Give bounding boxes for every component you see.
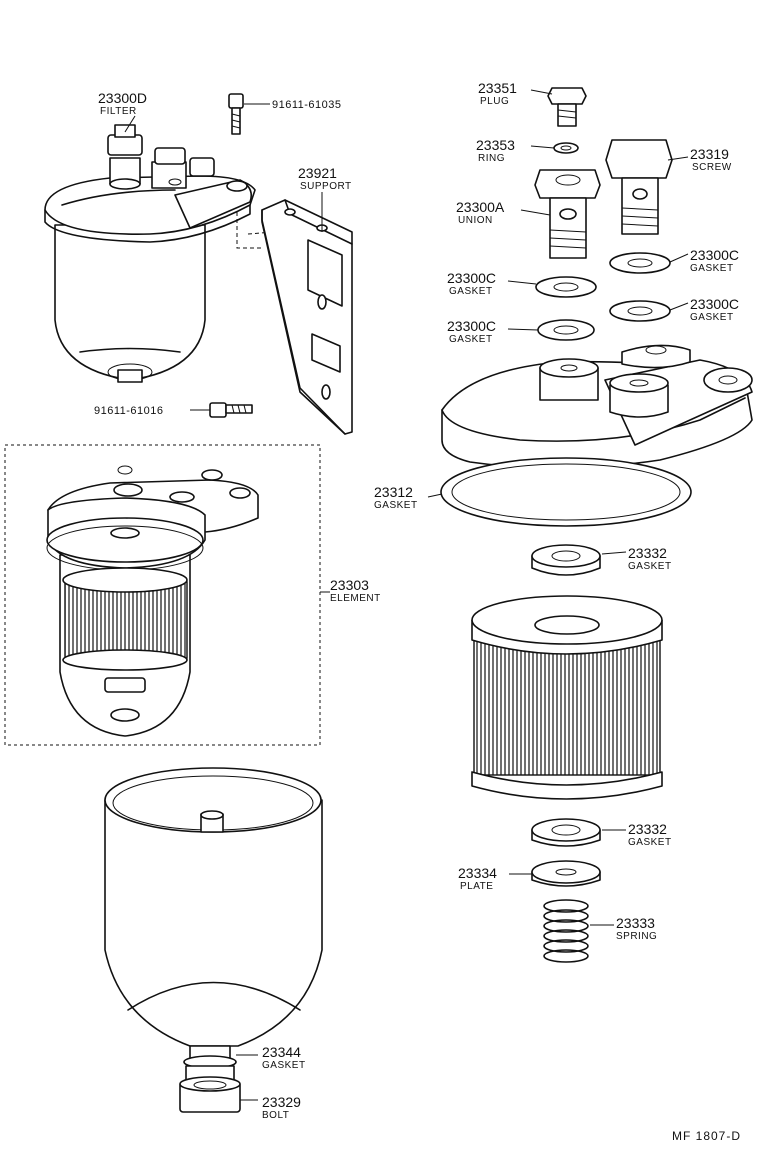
label-23332-gasket-lower: 23332 GASKET: [628, 821, 672, 848]
label-23300c-gasket-3: 23300C GASKET: [690, 296, 739, 323]
part-number: 23300C: [447, 318, 496, 334]
support-bracket-drawing: [261, 199, 353, 435]
part-name: GASKET: [628, 561, 672, 572]
union-23300a-drawing: [534, 169, 601, 259]
part-number: 91611-61035: [272, 99, 342, 111]
screw-23319-drawing: [605, 139, 673, 235]
part-number: 23319: [690, 146, 729, 162]
part-name: PLUG: [480, 96, 509, 107]
label-91611-61016: 91611-61016: [94, 405, 164, 417]
part-name: GASKET: [690, 263, 734, 274]
part-name: GASKET: [449, 334, 493, 345]
leader-lines: [124, 89, 689, 1101]
part-name: GASKET: [262, 1060, 306, 1071]
part-number: 23344: [262, 1044, 301, 1060]
label-23351-plug: 23351 PLUG: [478, 80, 517, 107]
element-cartridge-drawing: [471, 595, 663, 800]
part-number: 23332: [628, 545, 667, 561]
label-23344-gasket: 23344 GASKET: [262, 1044, 306, 1071]
part-number: 91611-61016: [94, 405, 164, 417]
label-23921-support: 23921 SUPPORT: [298, 165, 352, 192]
label-23312-gasket: 23312 GASKET: [374, 484, 418, 511]
part-name: FILTER: [100, 106, 137, 117]
label-91611-61035: 91611-61035: [272, 99, 342, 111]
part-number: 23300C: [690, 247, 739, 263]
part-number: 23300A: [456, 199, 505, 215]
part-name: GASKET: [628, 837, 672, 848]
part-name: SUPPORT: [300, 181, 352, 192]
part-number: 23329: [262, 1094, 301, 1110]
part-number: 23312: [374, 484, 413, 500]
part-name: UNION: [458, 215, 493, 226]
label-23333-spring: 23333 SPRING: [616, 915, 657, 942]
part-name: ELEMENT: [330, 593, 381, 604]
part-name: BOLT: [262, 1110, 289, 1121]
label-23300a-union: 23300A UNION: [456, 199, 505, 226]
part-number: 23351: [478, 80, 517, 96]
part-number: 23353: [476, 137, 515, 153]
part-number: 23334: [458, 865, 497, 881]
part-name: GASKET: [449, 286, 493, 297]
plug-23351-drawing: [547, 87, 587, 127]
part-number: 23300C: [447, 270, 496, 286]
plate-23334-drawing: [531, 860, 601, 887]
spring-23333-drawing: [543, 899, 589, 963]
label-23300c-gasket-1: 23300C GASKET: [690, 247, 739, 274]
part-name: GASKET: [690, 312, 734, 323]
part-number: 23300C: [690, 296, 739, 312]
part-name: GASKET: [374, 500, 418, 511]
bolt-23329-drawing: [179, 1045, 241, 1113]
part-name: SPRING: [616, 931, 657, 942]
assembled-filter-drawing: [44, 124, 301, 383]
gasket-23312-drawing: [440, 457, 692, 527]
bolt-91611-61016-drawing: [209, 402, 253, 418]
element-23303-drawing: [4, 444, 321, 746]
part-number: 23332: [628, 821, 667, 837]
label-23353-ring: 23353 RING: [476, 137, 515, 164]
part-name: SCREW: [692, 162, 732, 173]
bowl-drawing: [104, 767, 323, 1047]
label-23303-element: 23303 ELEMENT: [330, 577, 381, 604]
label-23329-bolt: 23329 BOLT: [262, 1094, 301, 1121]
footer-code: MF 1807-D: [672, 1129, 741, 1143]
screw-91611-61035-drawing: [228, 93, 244, 135]
part-number: 23921: [298, 165, 337, 181]
filter-head-drawing: [441, 344, 753, 469]
part-number: 23303: [330, 577, 369, 593]
label-23334-plate: 23334 PLATE: [458, 865, 497, 892]
gasket-23332-lower-drawing: [531, 818, 601, 847]
label-23300c-gasket-2: 23300C GASKET: [447, 270, 496, 297]
label-23300d-filter: 23300D FILTER: [98, 90, 147, 117]
part-number: 23333: [616, 915, 655, 931]
ring-23353-drawing: [553, 142, 579, 154]
gasket-washers-23300c-drawing: [535, 252, 671, 341]
label-23332-gasket-upper: 23332 GASKET: [628, 545, 672, 572]
part-name: PLATE: [460, 881, 493, 892]
gasket-23332-upper-drawing: [531, 544, 601, 576]
part-name: RING: [478, 153, 505, 164]
label-23300c-gasket-4: 23300C GASKET: [447, 318, 496, 345]
label-23319-screw: 23319 SCREW: [690, 146, 732, 173]
part-number: 23300D: [98, 90, 147, 106]
